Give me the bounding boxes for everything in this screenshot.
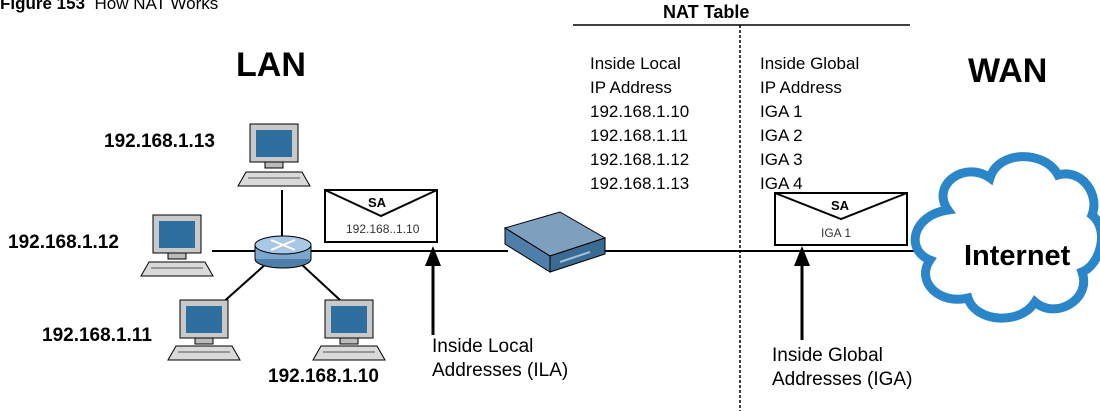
nat-local-row-4: 192.168.1.13 (590, 174, 690, 193)
computer-icon-13 (237, 123, 311, 187)
lan-label: LAN (236, 46, 306, 84)
ila-callout-line-1: Inside Local (432, 336, 534, 357)
nat-local-header-1: Inside Local (590, 54, 681, 73)
packet-envelope-lan (324, 189, 438, 243)
nat-global-header-1: Inside Global (760, 54, 860, 73)
nat-local-row-1: 192.168.1.10 (590, 102, 690, 121)
router-icon (254, 235, 312, 269)
computer-icon-12 (140, 214, 214, 277)
computer-icon-10 (312, 299, 386, 361)
nat-inside-local-column: Inside Local IP Address 192.168.1.10 192… (590, 52, 689, 196)
iga-callout-line-2: Addresses (IGA) (772, 369, 913, 390)
internet-cloud-icon (910, 152, 1100, 323)
computer-icon-11 (167, 299, 241, 361)
figure-title: How NAT Works (94, 0, 219, 13)
packet-lan-sa-label: SA (368, 195, 387, 210)
nat-local-row-3: 192.168.1.12 (590, 150, 690, 169)
ila-callout: Inside Local Addresses (ILA) (432, 335, 568, 383)
host-ip-12: 192.168.1.12 (8, 232, 119, 253)
iga-callout-line-1: Inside Global (772, 345, 883, 366)
packet-lan-address: 192.168..1.10 (346, 222, 420, 236)
ila-callout-line-2: Addresses (ILA) (432, 360, 569, 381)
nat-inside-global-column: Inside Global IP Address IGA 1 IGA 2 IGA… (760, 52, 859, 196)
nat-global-row-2: IGA 2 (760, 126, 803, 145)
wan-label: WAN (968, 52, 1048, 90)
host-ip-10: 192.168.1.10 (268, 366, 379, 387)
ila-arrow (425, 246, 441, 335)
packet-wan-sa-label: SA (831, 198, 850, 213)
host-ip-11: 192.168.1.11 (42, 325, 152, 346)
nat-local-row-2: 192.168.1.11 (590, 126, 688, 145)
nat-global-row-1: IGA 1 (760, 102, 803, 121)
internet-label: Internet (964, 240, 1071, 272)
nat-global-row-4: IGA 4 (760, 174, 803, 193)
nat-router-device (503, 211, 607, 273)
figure-number: Figure 153 (0, 0, 86, 13)
nat-table-title: NAT Table (663, 2, 750, 22)
host-ip-13: 192.168.1.13 (104, 131, 215, 152)
packet-envelope-wan (774, 192, 908, 246)
nat-global-row-3: IGA 3 (760, 150, 803, 169)
iga-arrow (794, 246, 810, 340)
figure-caption: Figure 153 How NAT Works (0, 0, 218, 14)
nat-global-header-2: IP Address (760, 78, 842, 97)
nat-local-header-2: IP Address (590, 78, 672, 97)
packet-wan-address: IGA 1 (821, 226, 852, 240)
iga-callout: Inside Global Addresses (IGA) (772, 344, 912, 392)
